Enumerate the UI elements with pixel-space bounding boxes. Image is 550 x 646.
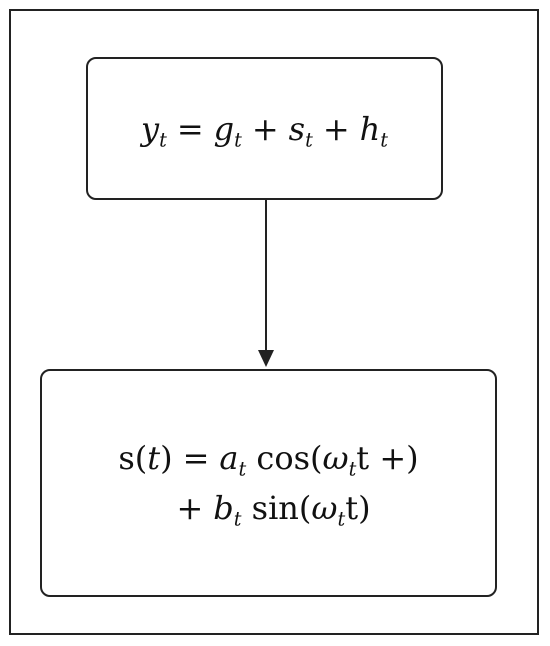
eq-subscript: t [159, 128, 167, 152]
eq-text: sin( [241, 489, 312, 527]
seasonality-equation-line2: +bt sin(ωtt) [166, 488, 371, 531]
eq-variable: h [359, 109, 381, 148]
eq-variable: b [213, 489, 234, 527]
decomposition-equation: yt=gt+st+ht [141, 109, 388, 152]
seasonality-equation-line1: s(t)=at cos(ωtt +) [118, 438, 419, 481]
eq-operator: = [176, 109, 204, 148]
eq-text: t) [345, 489, 371, 527]
eq-variable: ω [311, 489, 338, 527]
eq-variable: a [219, 439, 239, 477]
seasonality-node: s(t)=at cos(ωtt +) +bt sin(ωtt) [40, 369, 497, 597]
eq-variable: t [147, 439, 161, 477]
eq-text: s( [118, 439, 148, 477]
eq-operator: = [182, 439, 210, 477]
eq-operator: + [176, 489, 204, 527]
eq-text: cos( [246, 439, 323, 477]
eq-variable: y [141, 109, 160, 148]
eq-operator: + [251, 109, 279, 148]
eq-subscript: t [337, 507, 346, 531]
eq-subscript: t [348, 457, 357, 481]
eq-subscript: t [380, 128, 388, 152]
eq-subscript: t [238, 457, 247, 481]
eq-text: ) [160, 439, 173, 477]
eq-text: t +) [356, 439, 419, 477]
eq-subscript: t [234, 128, 242, 152]
eq-variable: ω [322, 439, 349, 477]
eq-variable: s [288, 109, 306, 148]
figure-frame [9, 9, 539, 635]
arrowhead-icon [258, 350, 274, 367]
eq-subscript: t [233, 507, 242, 531]
decomposition-node: yt=gt+st+ht [86, 57, 443, 200]
eq-subscript: t [305, 128, 313, 152]
eq-operator: + [322, 109, 350, 148]
eq-variable: g [213, 109, 235, 148]
